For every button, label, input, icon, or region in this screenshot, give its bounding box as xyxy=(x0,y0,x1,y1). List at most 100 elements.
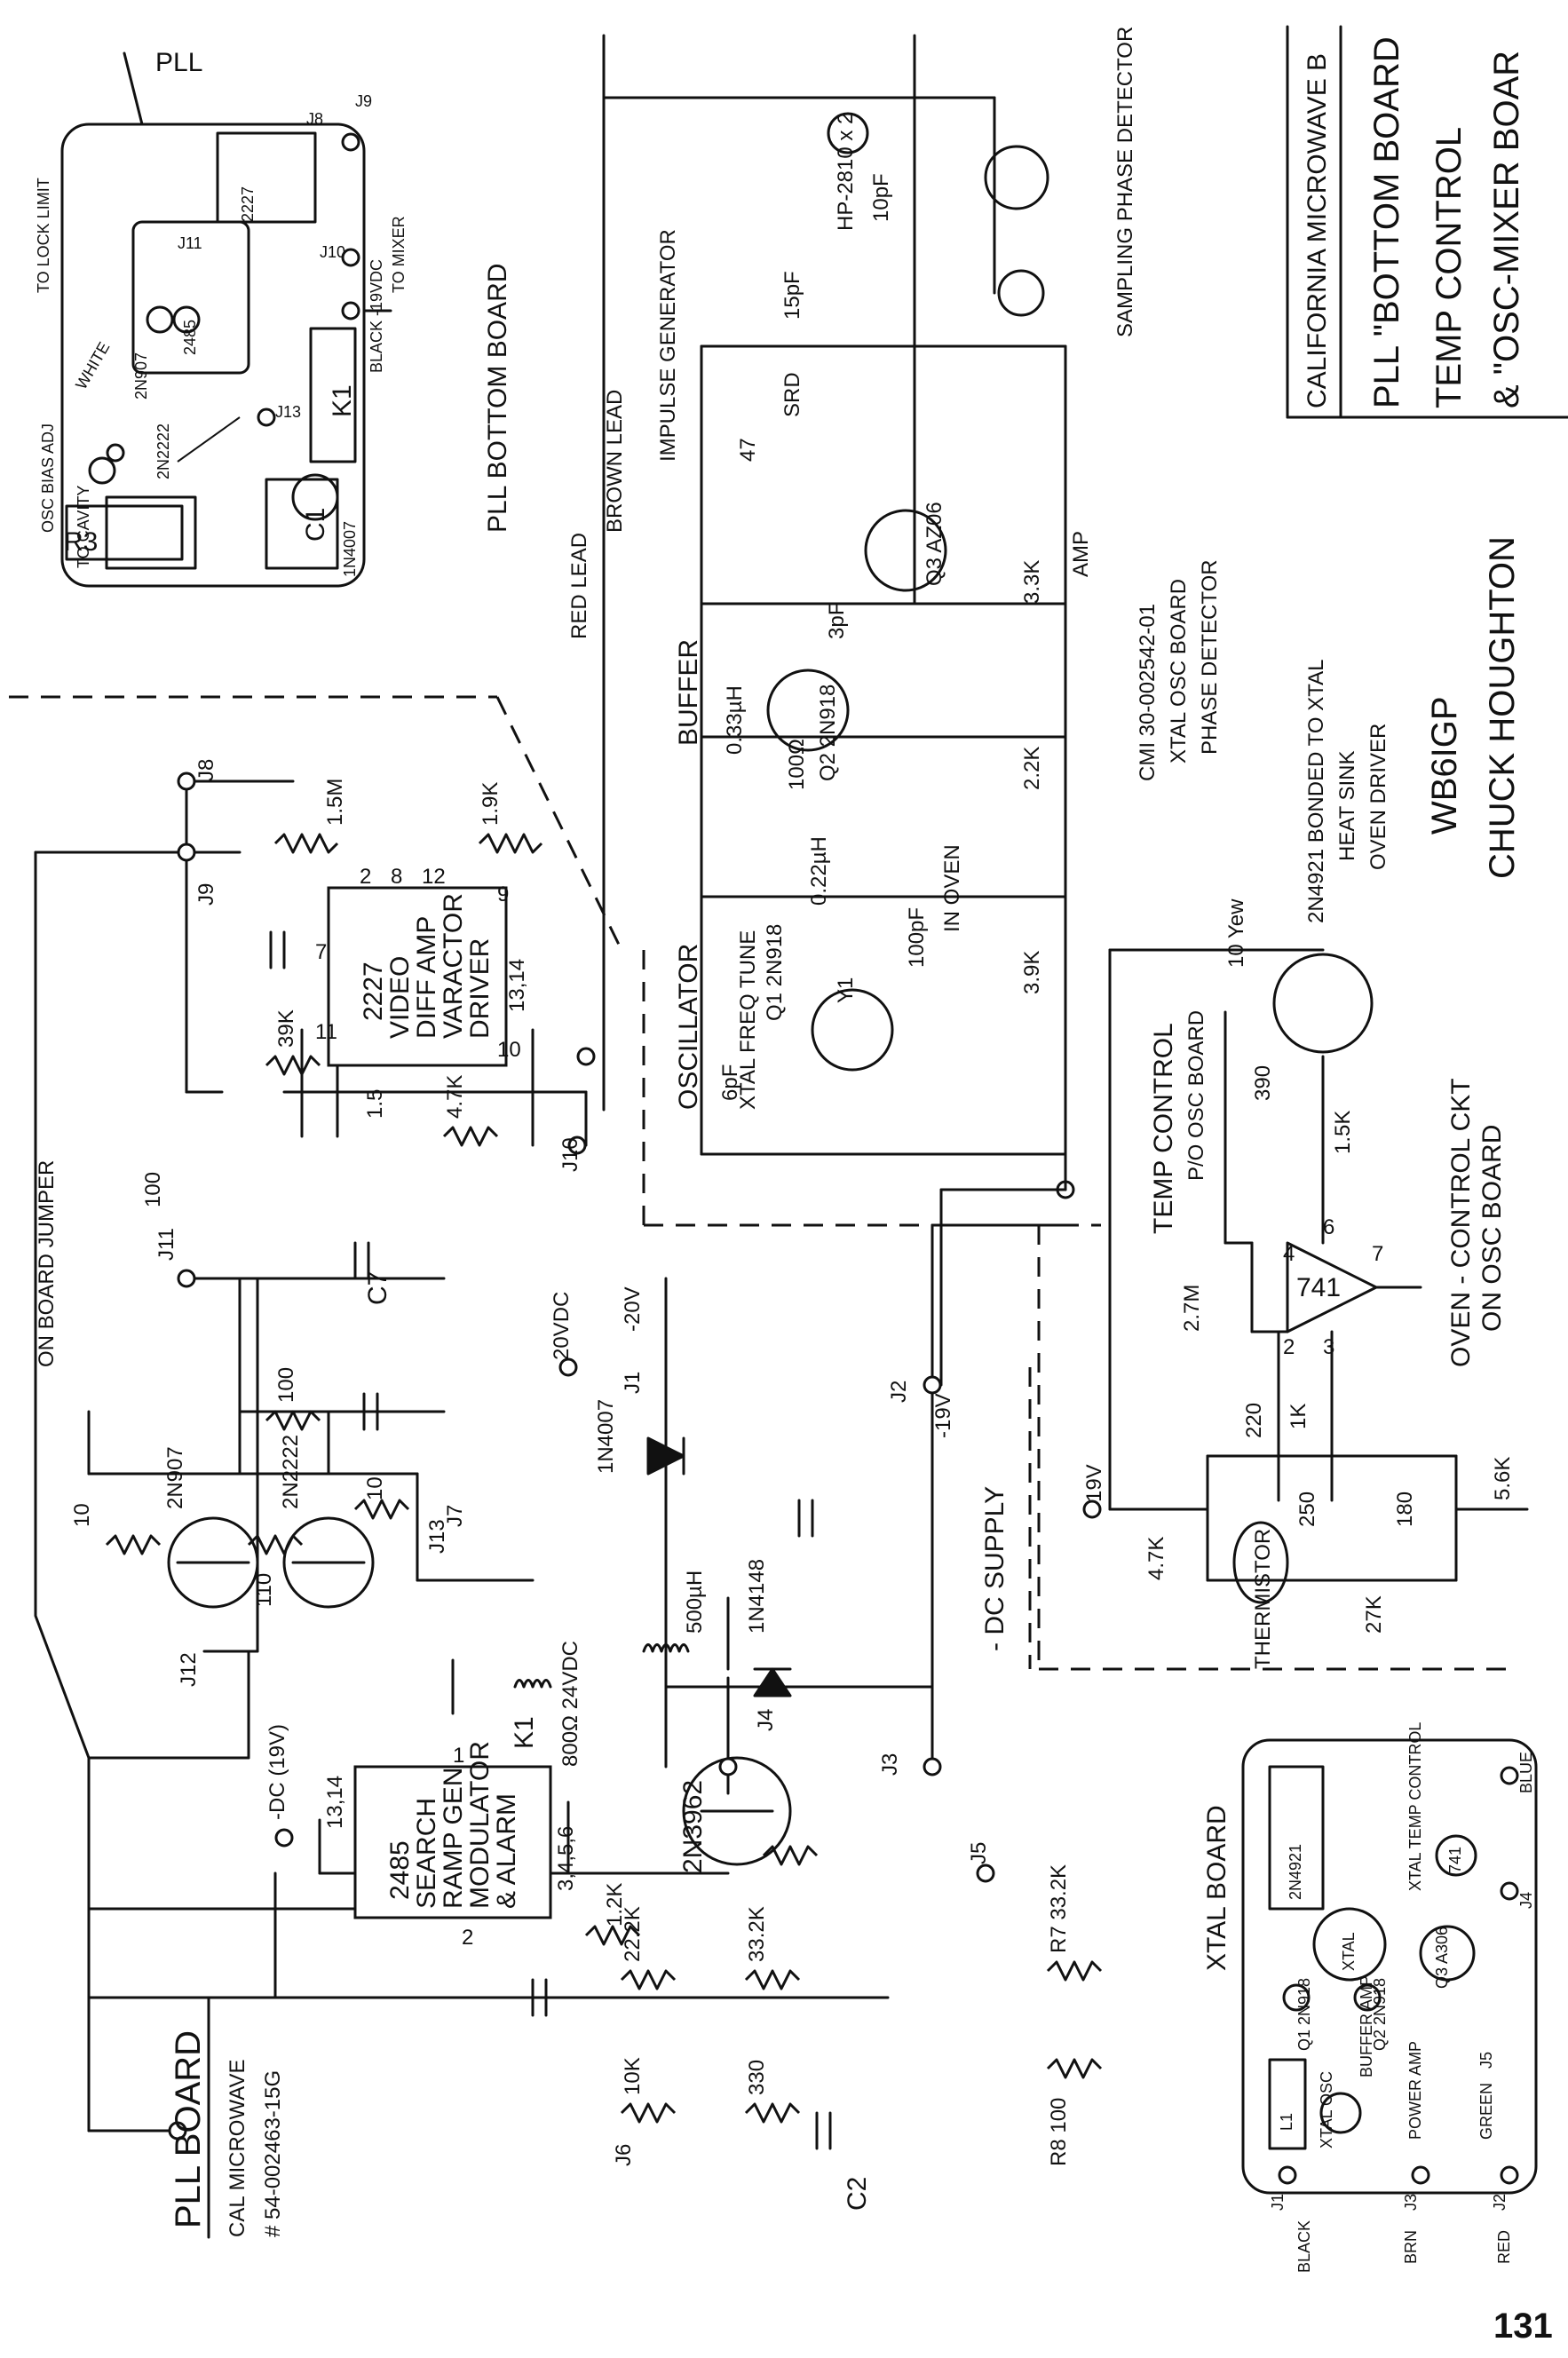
mini-pll-board: 2227 2485 K1 C1 1N4007 2N907 2N2222 OSC … xyxy=(35,48,512,588)
relay-k1-spec: 800Ω 24VDC xyxy=(558,1641,582,1767)
v-m19v-a: -19V xyxy=(931,1393,955,1438)
conn-j7: J7 xyxy=(443,1505,467,1527)
author-call: WB6IGP xyxy=(1425,696,1464,835)
ic-2485: 2485 SEARCH RAMP GEN MODULATOR & ALARM 1… xyxy=(323,1741,578,1950)
pll-resistors: 1.5M 1.9K 39K 4.7K 1.5 100 10 10 110 100… xyxy=(70,779,1103,2166)
ic-2485-l2: SEARCH xyxy=(412,1798,441,1909)
pin-2227-9: 9 xyxy=(497,882,509,906)
osc-xtal-tune: XTAL FREQ TUNE xyxy=(736,930,760,1110)
r7: R7 33.2K xyxy=(1047,1864,1071,1953)
mini-xtal-l1: L1 xyxy=(1278,2113,1295,2131)
pll-caps: C7 C2 xyxy=(269,930,872,2211)
mini-xtal-temp: XTAL TEMP CONTROL xyxy=(1406,1722,1424,1891)
osc-r-47: 47 xyxy=(736,438,760,462)
mini-pll-c1: C1 xyxy=(301,508,330,542)
pll-board-title: PLL BOARD xyxy=(169,2030,208,2228)
mini-xtal-j3: J3 xyxy=(1402,2194,1420,2211)
osc-q1: Q1 2N918 xyxy=(763,924,787,1021)
mini-xtal-q3: Q3 A306 xyxy=(1433,1927,1451,1989)
r-220: 220 xyxy=(1242,1403,1266,1438)
ic-2227-l4: VARACTOR xyxy=(439,893,468,1039)
mini-xtal-q1: Q1 2N918 xyxy=(1295,1978,1313,2051)
pin-2485-13-14: 13,14 xyxy=(323,1776,347,1829)
osc-c-10pf: 10pF xyxy=(869,173,893,222)
conn-j11: J11 xyxy=(154,1228,178,1261)
r-4-7k-a: 4.7K xyxy=(443,1075,467,1119)
conn-j10: J10 xyxy=(558,1137,582,1172)
mini-pll-black: BLACK -19VDC xyxy=(368,259,385,373)
pin-2227-12: 12 xyxy=(422,865,446,889)
mini-pll-lock-limit: TO LOCK LIMIT xyxy=(35,178,52,293)
label-temp-sub: P/O OSC BOARD xyxy=(1184,1010,1208,1181)
osc-l-022: 0.22µH xyxy=(807,836,831,906)
osc-r-3-3k: 3.3K xyxy=(1020,560,1044,604)
osc-r-3-9k: 3.9K xyxy=(1020,951,1044,994)
osc-c-100pf: 100pF xyxy=(905,907,929,968)
opamp-741: 741 xyxy=(1296,1273,1341,1302)
label-oven-sub: ON OSC BOARD xyxy=(1477,1125,1507,1332)
conn-j4: J4 xyxy=(754,1709,778,1731)
ic-2227-l5: DRIVER xyxy=(465,938,495,1039)
title-company: CALIFORNIA MICROWAVE B xyxy=(1303,53,1332,408)
conn-j3: J3 xyxy=(878,1753,902,1776)
r-1-5m: 1.5M xyxy=(323,779,347,826)
mini-pll-osc-bias: OSC BIAS ADJ xyxy=(39,423,57,533)
ic-2485-l1: 2485 xyxy=(385,1840,415,1900)
r-10b: 10 xyxy=(363,1476,387,1500)
osc-c-3pf: 3pF xyxy=(825,603,849,639)
r-22-2k: 22.2K xyxy=(621,1906,645,1962)
ic-2485-l3: RAMP GEN xyxy=(439,1768,468,1909)
r-1-5: 1.5 xyxy=(363,1089,387,1119)
osc-hp-diode: HP-2810 x 2 xyxy=(834,113,858,231)
q-2n3962: 2N3962 xyxy=(678,1780,708,1873)
v-m20v: -20V xyxy=(621,1286,645,1332)
pin-2227-2: 2 xyxy=(360,865,371,889)
d-1n4007: 1N4007 xyxy=(594,1399,618,1474)
r-10yew: 10 Yew xyxy=(1224,898,1248,968)
r-330: 330 xyxy=(745,2060,769,2095)
r-1-9k: 1.9K xyxy=(479,782,503,826)
q-2n907: 2N907 xyxy=(163,1446,187,1509)
mini-xtal-2n4921: 2N4921 xyxy=(1287,1844,1304,1900)
osc-srd: SRD xyxy=(780,372,804,417)
pin-2485-1: 1 xyxy=(453,1744,464,1768)
pin-2227-13-14: 13,14 xyxy=(505,959,529,1012)
pin-2227-8: 8 xyxy=(391,865,402,889)
mini-pll-white: WHITE xyxy=(72,339,113,392)
r-33-2k: 33.2K xyxy=(745,1906,769,1962)
voltage-labels: -20VDC -20V -19V -19V -DC (19V) ON BOARD… xyxy=(35,771,1106,2140)
label-on-board-jumper: ON BOARD JUMPER xyxy=(35,1160,59,1367)
r-4-7k-b: 4.7K xyxy=(1144,1537,1168,1580)
label-temp-control: TEMP CONTROL xyxy=(1149,1023,1178,1234)
r-10a: 10 xyxy=(70,1503,94,1527)
pin-2485-3456: 3,4,5,6 xyxy=(554,1826,578,1891)
mini-pll-2485: 2485 xyxy=(181,320,199,355)
r-1-2k: 1.2K xyxy=(603,1883,627,1927)
conn-j13: J13 xyxy=(425,1519,449,1554)
mini-pll-2n2222: 2N2222 xyxy=(154,423,172,479)
osc-line2: XTAL OSC BOARD xyxy=(1167,579,1191,764)
osc-l-033: 0.33µH xyxy=(723,685,747,755)
mini-xtal-board: XTAL BOARD 2N4921 XTAL XTAL TEMP CONTROL… xyxy=(1202,1722,1538,2273)
conn-j12: J12 xyxy=(177,1652,201,1687)
title-line3: & "OSC-MIXER BOAR xyxy=(1487,51,1526,408)
pll-board-maker: CAL MICROWAVE xyxy=(226,2060,249,2237)
mini-xtal-xtal: XTAL xyxy=(1340,1932,1358,1971)
mini-pll-2227: 2227 xyxy=(239,186,257,222)
osc-line3: PHASE DETECTOR xyxy=(1198,559,1222,755)
mini-xtal-blue: BLUE xyxy=(1517,1752,1535,1793)
boundary-pll-diag xyxy=(495,696,623,951)
label-impulse: IMPULSE GENERATOR xyxy=(656,229,680,462)
r-390: 390 xyxy=(1251,1065,1275,1101)
mini-xtal-741: 741 xyxy=(1446,1847,1464,1873)
r-5-6k: 5.6K xyxy=(1491,1457,1515,1500)
thermistor: THERMISTOR xyxy=(1251,1529,1275,1669)
osc-c-6pf: 6pF xyxy=(718,1064,742,1101)
mini-xtal-black: BLACK xyxy=(1295,2220,1313,2273)
osc-in-oven: IN OVEN xyxy=(940,844,964,932)
r-39k: 39K xyxy=(274,1009,298,1048)
conn-j5: J5 xyxy=(967,1842,991,1864)
author-name: CHUCK HOUGHTON xyxy=(1483,536,1522,879)
